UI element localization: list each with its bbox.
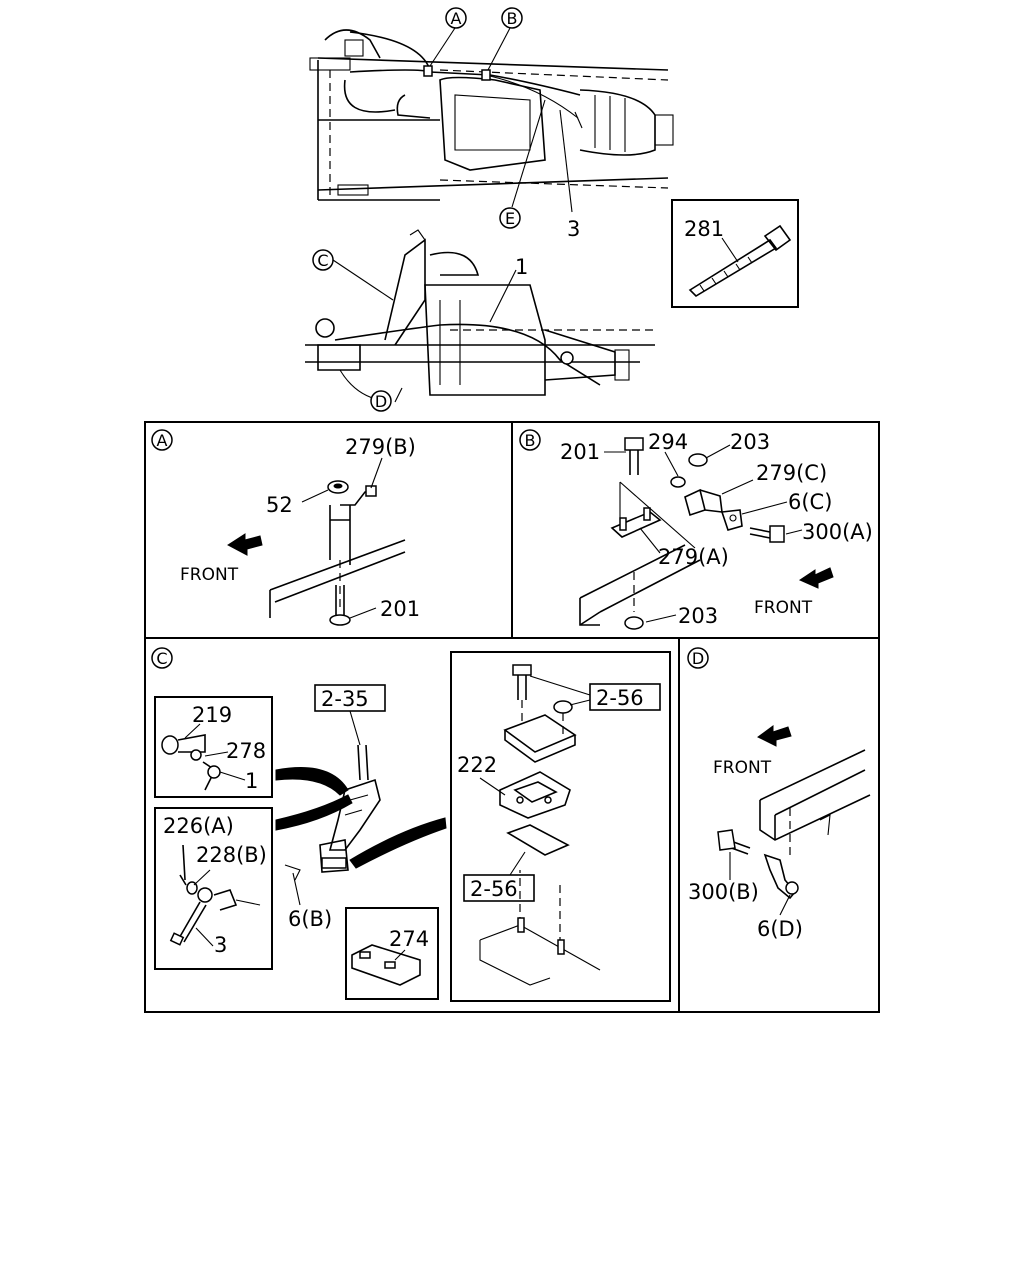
- callout-a: A: [451, 9, 462, 28]
- label-300b: 300(B): [688, 880, 759, 904]
- inset-tie-strap-281: 281: [671, 199, 799, 308]
- label-294: 294: [648, 430, 688, 454]
- label-300a: 300(A): [802, 520, 873, 544]
- label-203-top: 203: [730, 430, 770, 454]
- label-219: 219: [192, 703, 232, 727]
- label-228b: 228(B): [196, 843, 267, 867]
- label-52: 52: [266, 493, 293, 517]
- panel-c: C 219 278 1 226(A) 228(B) 3: [151, 647, 671, 1002]
- ref-2-56-bottom: 2-56: [470, 877, 518, 901]
- overview-side-view: C D 1: [305, 229, 655, 412]
- ref-2-35: 2-35: [321, 687, 369, 711]
- ref-2-56-top: 2-56: [596, 686, 644, 710]
- label-201-a: 201: [380, 597, 420, 621]
- label-203-bottom: 203: [678, 604, 718, 628]
- callout-d: D: [375, 392, 387, 411]
- label-201-b: 201: [560, 440, 600, 464]
- label-279b: 279(B): [345, 435, 416, 459]
- front-label-b: FRONT: [754, 598, 813, 618]
- panel-d-callout: D: [692, 649, 704, 668]
- label-222: 222: [457, 753, 497, 777]
- panel-c-callout: C: [156, 649, 167, 668]
- panel-b-callout: B: [525, 431, 536, 450]
- callout-e: E: [505, 209, 515, 228]
- label-226a: 226(A): [163, 814, 234, 838]
- panel-a: A 279(B) 52 FRONT 201: [151, 429, 420, 626]
- label-279a: 279(A): [658, 545, 729, 569]
- label-6c: 6(C): [788, 490, 832, 514]
- panel-a-callout: A: [157, 431, 168, 450]
- label-278: 278: [226, 739, 266, 763]
- label-3-top: 3: [567, 217, 580, 241]
- label-1-c: 1: [245, 769, 258, 793]
- label-281: 281: [684, 217, 724, 241]
- overview-top-view: A B E 3: [309, 7, 674, 241]
- label-3-c: 3: [214, 933, 227, 957]
- label-6b: 6(B): [288, 907, 332, 931]
- detail-panels-frame: [144, 421, 880, 1013]
- panel-b: B: [519, 429, 873, 630]
- front-label-d: FRONT: [713, 758, 772, 778]
- label-6d: 6(D): [757, 917, 803, 941]
- callout-c: C: [317, 251, 328, 270]
- label-279c: 279(C): [756, 461, 827, 485]
- label-1-side: 1: [515, 255, 528, 279]
- callout-b: B: [507, 9, 518, 28]
- label-274: 274: [389, 927, 429, 951]
- panel-d: D FRONT 300(B) 6(D): [687, 647, 871, 941]
- front-label-a: FRONT: [180, 565, 239, 585]
